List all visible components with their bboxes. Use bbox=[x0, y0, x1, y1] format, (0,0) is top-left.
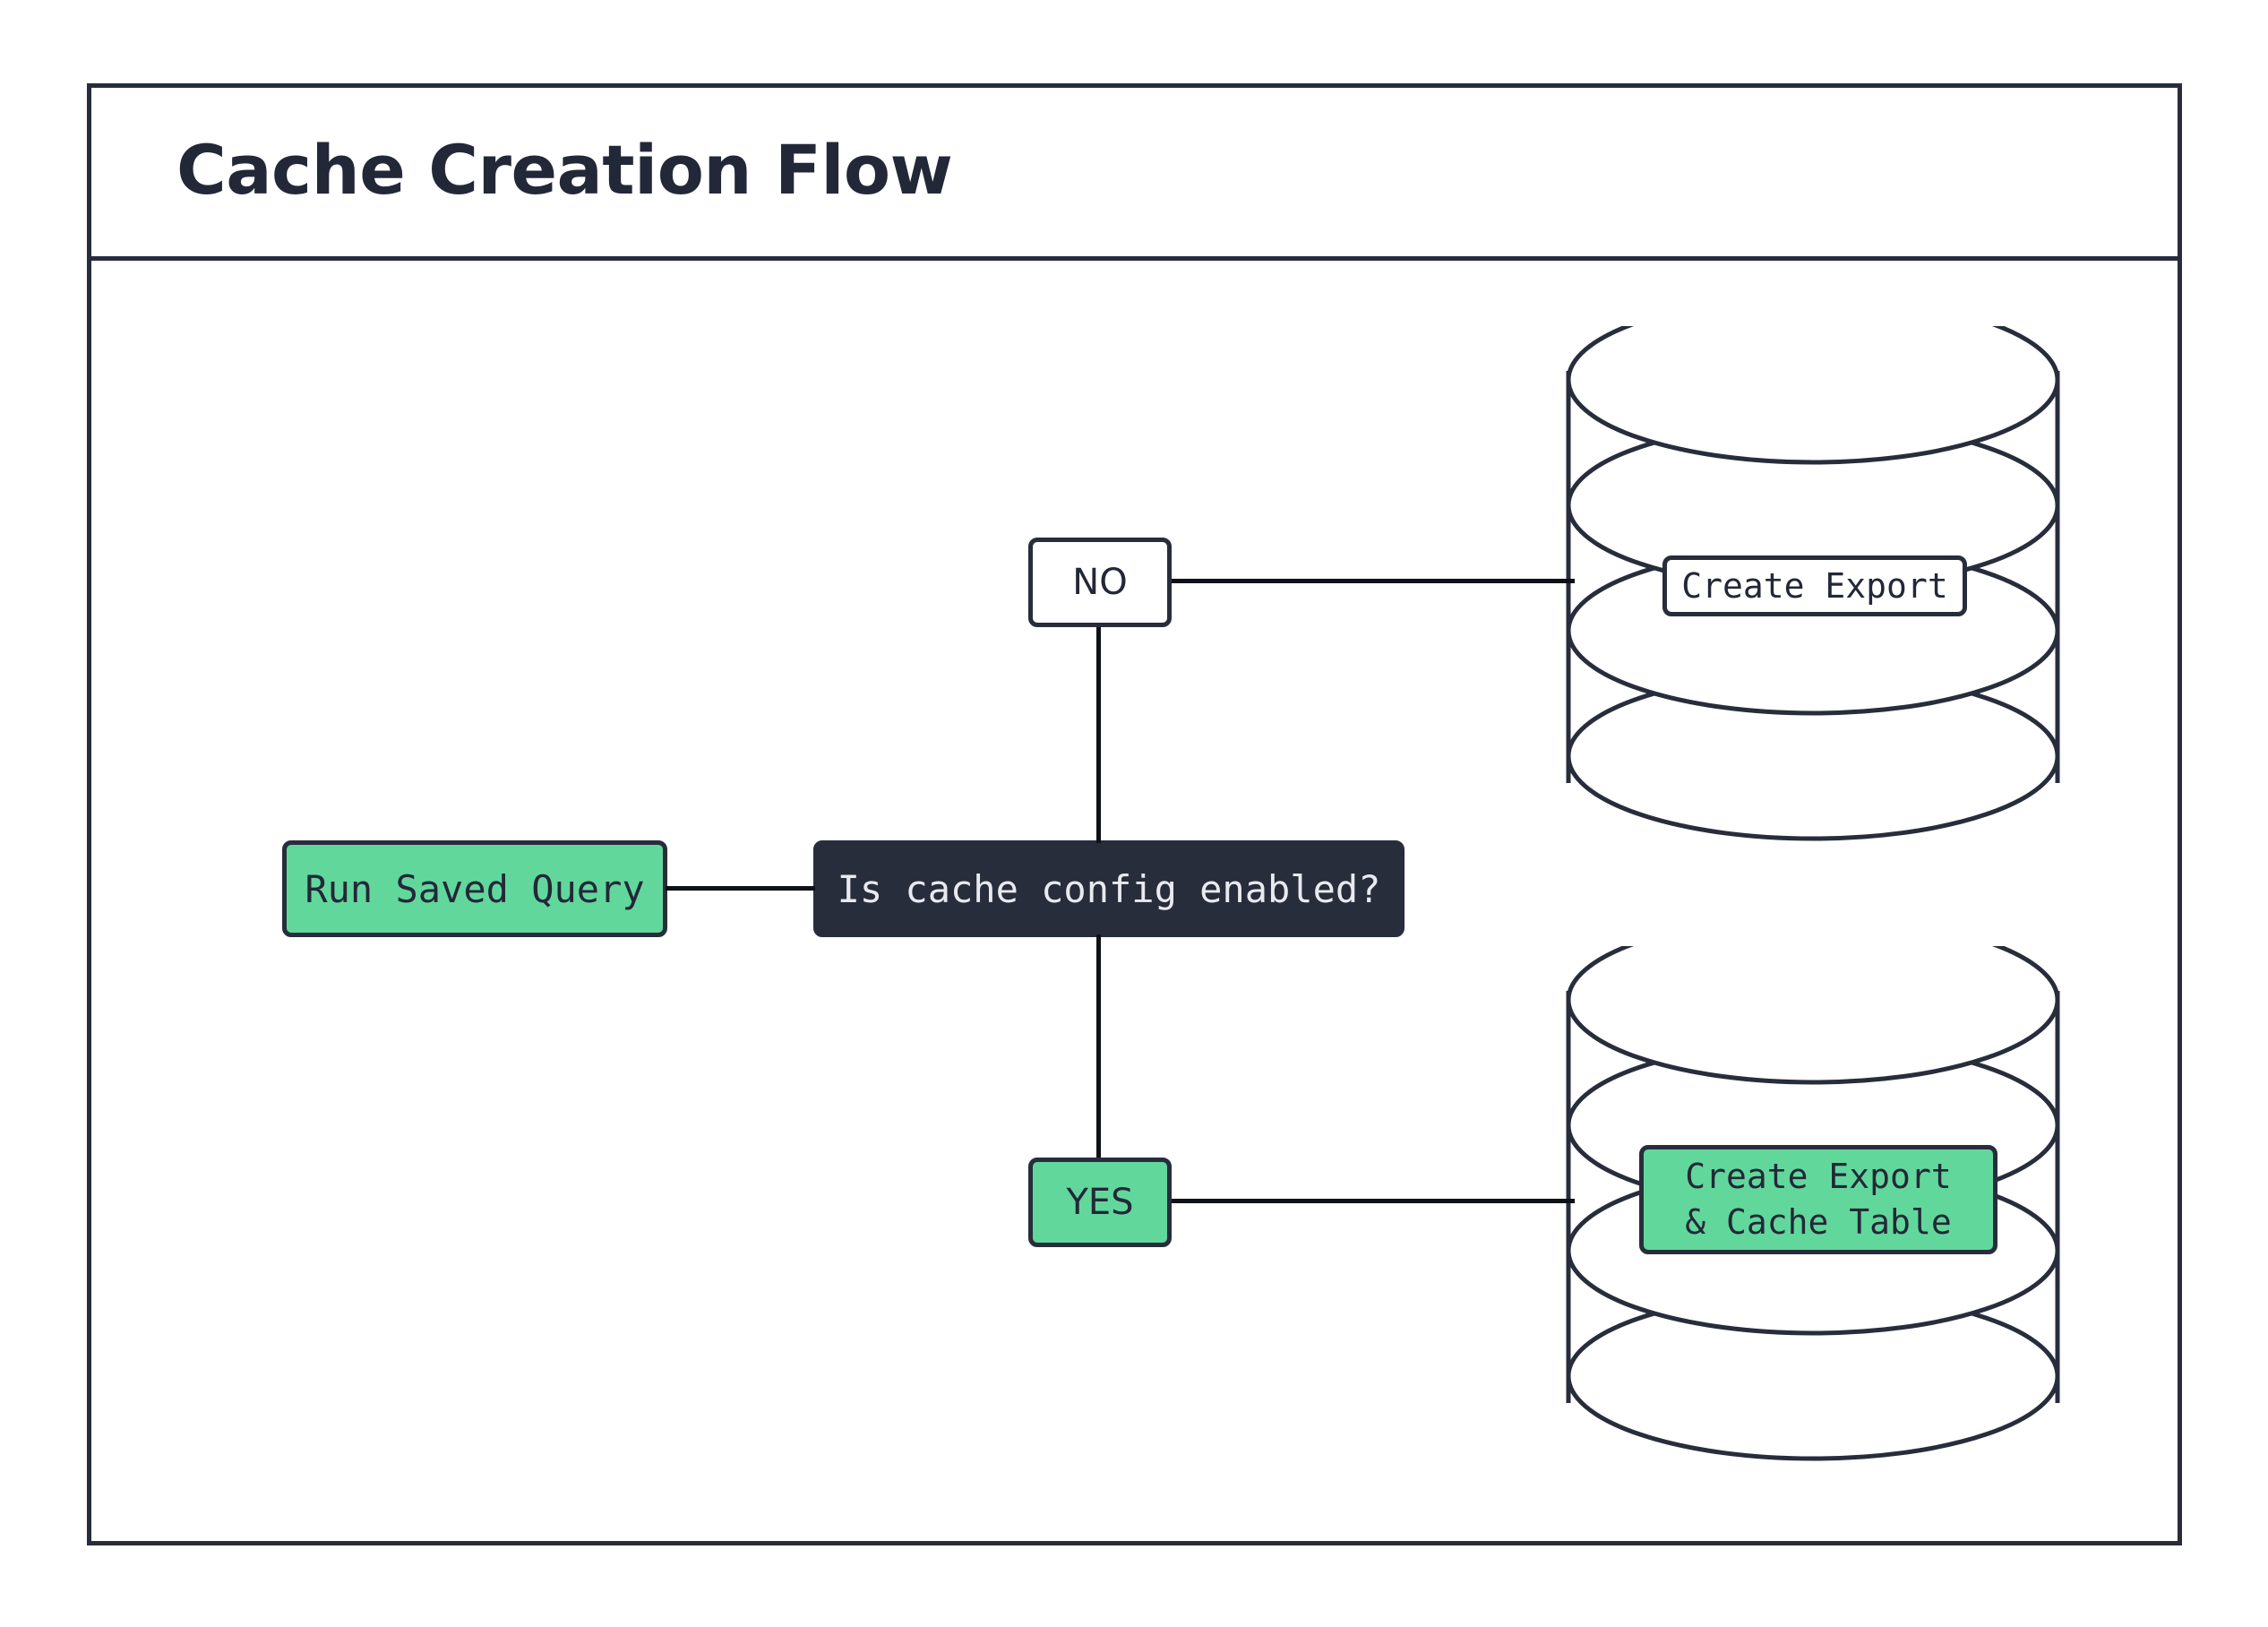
edge-decision-to-yes bbox=[1096, 934, 1101, 1159]
edge-decision-to-no bbox=[1096, 625, 1101, 843]
db-cache-label-line-2: & Cache Table bbox=[1685, 1202, 1952, 1242]
db-cache-label-line-1: Create Export bbox=[1685, 1156, 1952, 1196]
db-export-label-text: Create Export bbox=[1681, 566, 1948, 606]
db-export-label: Create Export bbox=[1662, 555, 1967, 616]
node-run-saved-query[interactable]: Run Saved Query bbox=[282, 840, 667, 937]
edge-label-yes-text: YES bbox=[1066, 1182, 1134, 1223]
edge-label-no[interactable]: NO bbox=[1028, 538, 1172, 627]
node-run-saved-query-label: Run Saved Query bbox=[305, 866, 645, 911]
page-title: Cache Creation Flow bbox=[176, 130, 953, 210]
edge-run-saved-query-to-decision bbox=[666, 886, 815, 891]
diagram-title-bar: Cache Creation Flow bbox=[87, 83, 2182, 261]
edge-yes-to-db-cache bbox=[1170, 1199, 1575, 1203]
db-cache-label: Create Export & Cache Table bbox=[1639, 1145, 1997, 1254]
edge-label-no-text: NO bbox=[1072, 562, 1128, 603]
edge-label-yes[interactable]: YES bbox=[1028, 1158, 1172, 1247]
edge-no-to-db-export bbox=[1170, 579, 1575, 583]
node-decision-label: Is cache config enabled? bbox=[837, 866, 1381, 911]
node-decision-cache-config[interactable]: Is cache config enabled? bbox=[813, 840, 1405, 937]
